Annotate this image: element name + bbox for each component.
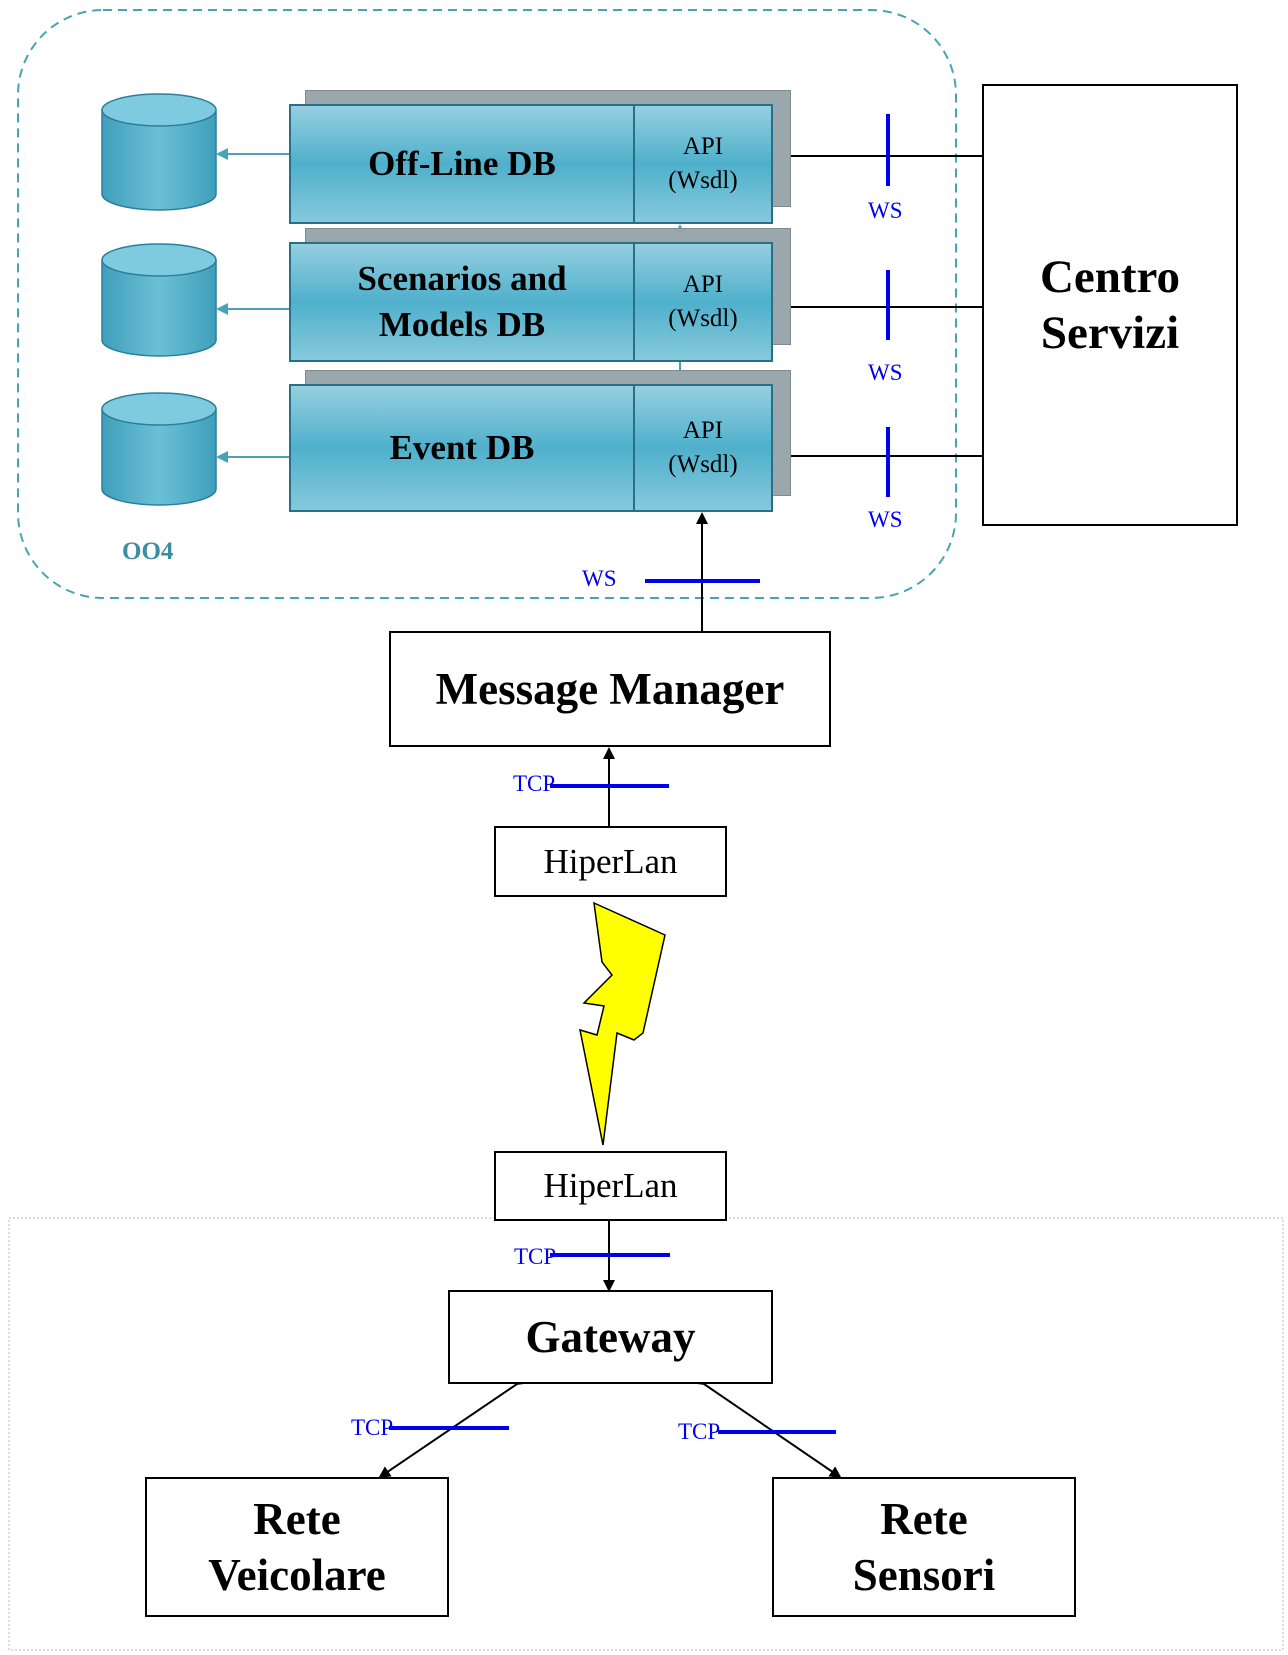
centro-servizi-box: Centro Servizi	[982, 84, 1238, 526]
oo4-zone-border	[17, 9, 957, 599]
ws-label: WS	[868, 507, 903, 532]
ws-label: WS	[868, 360, 903, 385]
offline-db-api: API (Wsdl)	[633, 104, 773, 224]
hiperlan-top-box: HiperLan	[494, 826, 727, 897]
tcp-label: TCP	[351, 1415, 394, 1440]
gateway-box: Gateway	[448, 1290, 773, 1384]
ws-label: WS	[868, 198, 903, 223]
offline-db-block: Off-Line DB	[289, 104, 635, 224]
tcp-arrow	[378, 1373, 529, 1479]
wireless-lightning-icon	[579, 901, 666, 1146]
tcp-label: TCP	[514, 1244, 557, 1269]
message-manager-box: Message Manager	[389, 631, 831, 747]
event-db-block: Event DB	[289, 384, 635, 512]
rete-veicolare-box: Rete Veicolare	[145, 1477, 449, 1617]
scenarios-models-db-api: API (Wsdl)	[633, 242, 773, 362]
zone-label: OO4	[122, 538, 174, 565]
database-cylinder-icon	[101, 93, 217, 211]
hiperlan-bottom-box: HiperLan	[494, 1151, 727, 1221]
database-cylinder-icon	[101, 243, 217, 357]
scenarios-models-db-block: Scenarios and Models DB	[289, 242, 635, 362]
ws-label: WS	[582, 566, 617, 591]
database-cylinder-icon	[101, 392, 217, 506]
rete-sensori-box: Rete Sensori	[772, 1477, 1076, 1617]
tcp-label: TCP	[513, 771, 556, 796]
event-db-api: API (Wsdl)	[633, 384, 773, 512]
tcp-label: TCP	[678, 1419, 721, 1444]
